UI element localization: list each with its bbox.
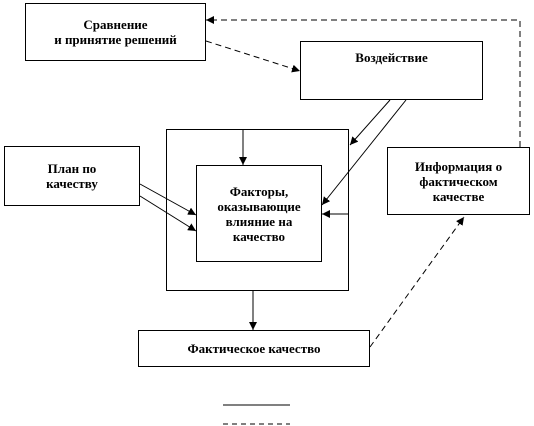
node-impact: Воздействие [300, 41, 483, 100]
arrow-impact-to-frame-1 [349, 99, 391, 146]
node-quality-plan: План по качеству [4, 146, 140, 206]
arrow-plan-to-factors-1 [139, 183, 197, 216]
node-comparison: Сравнение и принятие решений [25, 3, 206, 61]
arrow-comparison-to-impact [205, 40, 301, 73]
arrow-impact-to-factors [321, 99, 407, 206]
node-actual-quality: Фактическое качество [138, 330, 370, 367]
factors-outer-frame [166, 129, 349, 291]
node-actual-quality-info: Информация о фактическом качестве [387, 147, 530, 215]
node-factors: Факторы, оказывающие влияние на качество [196, 165, 322, 262]
arrow-info-to-comparison [206, 16, 521, 147]
arrow-plan-to-factors-2 [139, 195, 197, 232]
arrow-actual-quality-to-info [369, 216, 465, 348]
